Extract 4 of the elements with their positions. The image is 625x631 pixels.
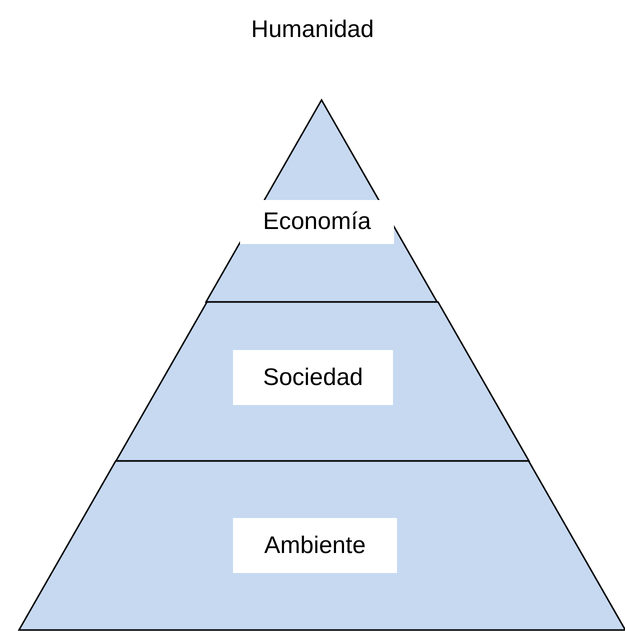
band-label: Sociedad [232, 350, 393, 405]
title: Humanidad [250, 16, 375, 44]
band-label: Ambiente [232, 518, 397, 573]
band-label: Economía [240, 200, 394, 244]
